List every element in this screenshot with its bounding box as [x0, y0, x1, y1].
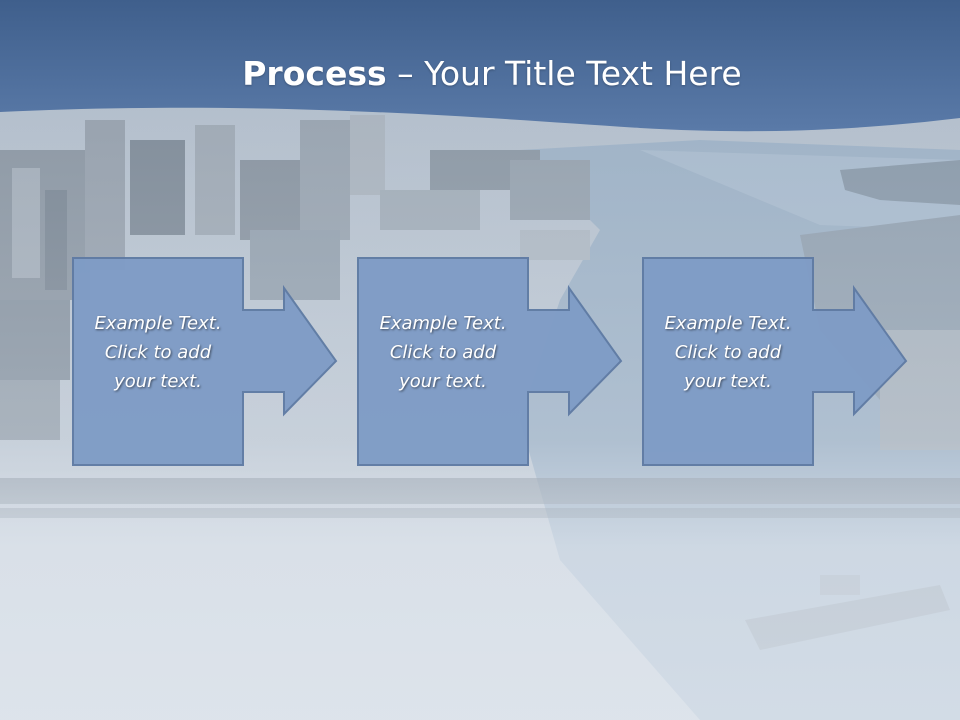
title-rest-text: – Your Title Text Here — [386, 54, 742, 93]
step-2-arrow-shape — [357, 257, 623, 466]
step-1-arrow-shape — [72, 257, 338, 466]
step-2-text[interactable]: Example Text. Click to add your text. — [379, 313, 507, 392]
step-3-arrow-shape — [642, 257, 908, 466]
process-step-3[interactable]: Example Text. Click to add your text. — [642, 257, 960, 467]
process-step-2[interactable]: Example Text. Click to add your text. — [357, 257, 695, 467]
title-bold-text: Process — [242, 54, 387, 93]
step-3-text[interactable]: Example Text. Click to add your text. — [664, 313, 792, 392]
process-step-1[interactable]: Example Text. Click to add your text. — [72, 257, 410, 467]
slide-title[interactable]: Process – Your Title Text Here — [0, 52, 960, 96]
step-1-text[interactable]: Example Text. Click to add your text. — [94, 313, 222, 392]
